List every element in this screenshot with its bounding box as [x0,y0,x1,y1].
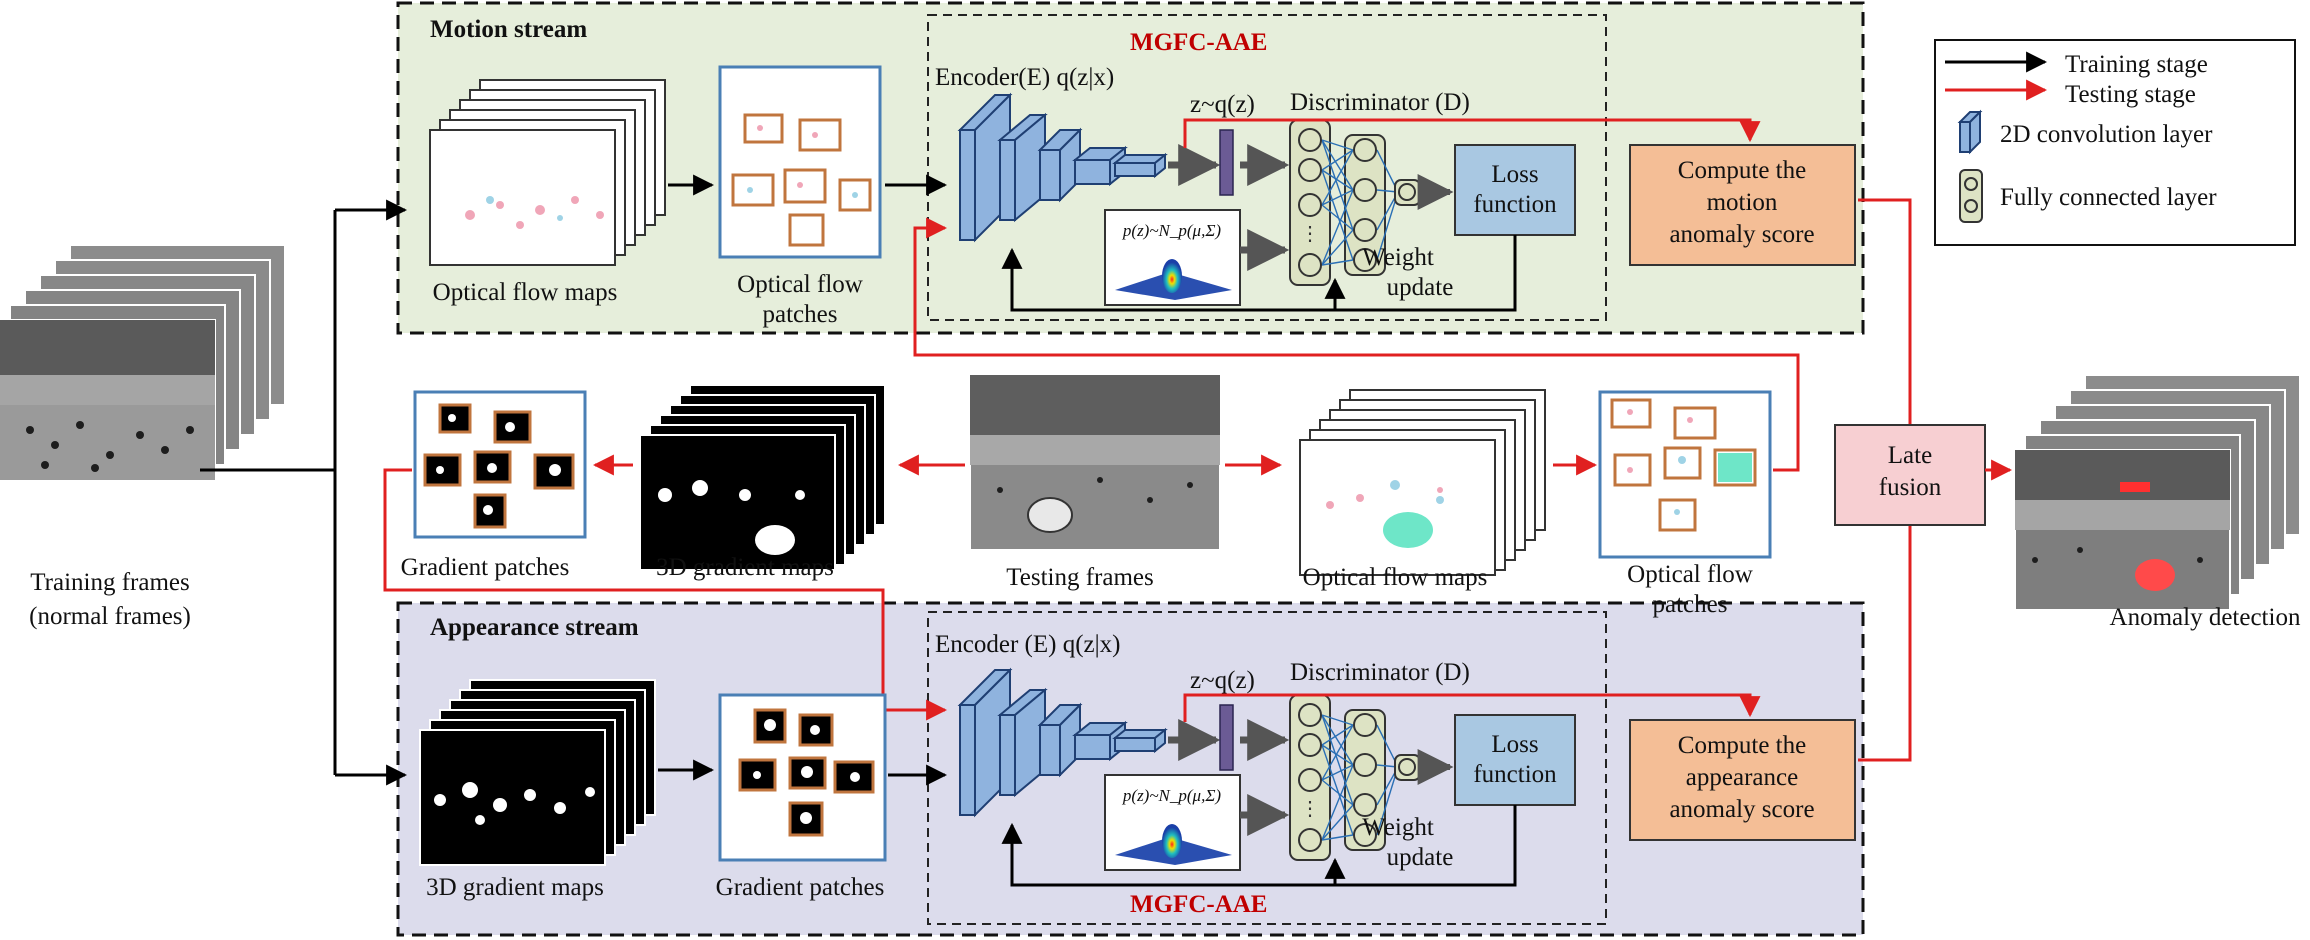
appearance-gradient-patches-label: Gradient patches [716,874,885,901]
motion-discriminator-label: Discriminator (D) [1290,89,1470,116]
appearance-latent-label: z~q(z) [1190,667,1255,694]
appearance-score-label: Compute the [1678,732,1806,759]
appearance-weight-update-label: Weight [1362,814,1434,841]
appearance-score-sublabel-2: anomaly score [1669,796,1814,823]
appearance-encoder-layers [957,667,1168,818]
motion-weight-update-sublabel: update [1387,274,1454,301]
test-gradient-maps-stack [639,384,886,571]
motion-encoder-label: Encoder(E) q(z|x) [935,64,1114,91]
motion-loss-label: Loss [1491,161,1538,188]
motion-score-box [1629,144,1856,266]
svg-text:⋮: ⋮ [1300,798,1320,820]
late-fusion-label: Late [1888,442,1932,469]
motion-mgfc-aae-label: MGFC-AAE [1130,29,1267,56]
anomaly-detection-label: Anomaly detection [2110,604,2301,631]
motion-feedback-line [1001,235,1517,312]
legend-fc-label: Fully connected layer [2000,184,2217,211]
legend-box [1934,39,2296,246]
appearance-gradient-maps-stack [419,679,656,866]
motion-mgfc-aae-box [927,14,1607,321]
appearance-prior-box: p(z)~N_p(μ,Σ) [1104,774,1241,871]
motion-stream-title: Motion stream [430,16,587,43]
late-fusion-sublabel: fusion [1879,474,1942,501]
training-frames-stack [0,244,286,481]
appearance-test-arrow-to-score [1183,693,1761,722]
appearance-mgfc-aae-label: MGFC-AAE [1130,891,1267,918]
appearance-gradient-maps-label: 3D gradient maps [426,874,604,901]
appearance-score-sublabel: appearance [1686,764,1798,791]
test-gradient-maps-label: 3D gradient maps [656,554,834,581]
appearance-latent-bar [1219,704,1234,771]
test-arrow-flow-patches-to-motion-encoder [913,217,1800,472]
motion-score-sublabel-2: anomaly score [1669,221,1814,248]
appearance-discriminator-network: ⋮ [1289,694,1421,861]
test-optical-flow-patches-sublabel: patches [1653,591,1728,618]
motion-latent-bar [1219,129,1234,196]
appearance-loss-box [1454,714,1576,806]
anomaly-detection-stack [2014,374,2301,611]
motion-score-label: Compute the [1678,157,1806,184]
appearance-gradient-patches-panel [718,693,887,862]
motion-score-sublabel: motion [1707,189,1778,216]
appearance-prior-label: p(z)~N_p(μ,Σ) [1122,786,1222,805]
motion-prior-label: p(z)~N_p(μ,Σ) [1122,221,1222,240]
motion-test-arrow-to-score [1183,118,1761,148]
motion-optical-flow-patches-sublabel: patches [763,301,838,328]
test-optical-flow-maps-stack [1299,389,1546,576]
test-gradient-patches-panel [413,390,587,539]
appearance-encoder-label: Encoder (E) q(z|x) [935,631,1120,658]
motion-optical-flow-maps-stack [429,79,666,266]
test-arrow-gradient-patches-to-appearance-encoder [383,468,948,721]
appearance-score-box [1629,719,1856,841]
motion-encoder-layers [957,92,1168,243]
test-optical-flow-patches-label: Optical flow [1627,561,1753,588]
appearance-stream-title: Appearance stream [430,614,639,641]
appearance-feedback-line [1001,805,1517,887]
training-split-arrows [200,210,337,775]
legend-conv-label: 2D convolution layer [2000,121,2213,148]
svg-text:⋮: ⋮ [1300,223,1320,245]
appearance-discriminator-label: Discriminator (D) [1290,659,1470,686]
legend: Training stage Testing stage 2D convolut… [1934,39,2296,246]
motion-prior-box: p(z)~N_p(μ,Σ) [1104,209,1241,306]
legend-training-label: Training stage [2065,51,2208,78]
motion-optical-flow-patches-panel [718,65,882,259]
legend-testing-label: Testing stage [2065,81,2196,108]
training-frames-label: Training frames [30,569,189,596]
motion-discriminator-network: ⋮ [1289,119,1421,286]
appearance-weight-update-sublabel: update [1387,844,1454,871]
training-frames-sublabel: (normal frames) [29,603,191,630]
motion-optical-flow-maps-label: Optical flow maps [433,279,618,306]
motion-loss-sublabel: function [1473,191,1557,218]
motion-weight-update-label: Weight [1362,244,1434,271]
appearance-loss-sublabel: function [1473,761,1557,788]
legend-fc-icon [1959,169,1983,223]
motion-loss-box [1454,144,1576,236]
late-fusion-box [1834,424,1986,526]
test-gradient-patches-label: Gradient patches [401,554,570,581]
motion-optical-flow-patches-label: Optical flow [737,271,863,298]
testing-frames-label: Testing frames [1006,564,1154,591]
test-optical-flow-maps-label: Optical flow maps [1303,564,1488,591]
legend-conv-icon [1957,109,1983,155]
test-optical-flow-patches-panel [1598,390,1772,559]
appearance-loss-label: Loss [1491,731,1538,758]
testing-frames-image [969,374,1221,551]
motion-latent-label: z~q(z) [1190,91,1255,118]
